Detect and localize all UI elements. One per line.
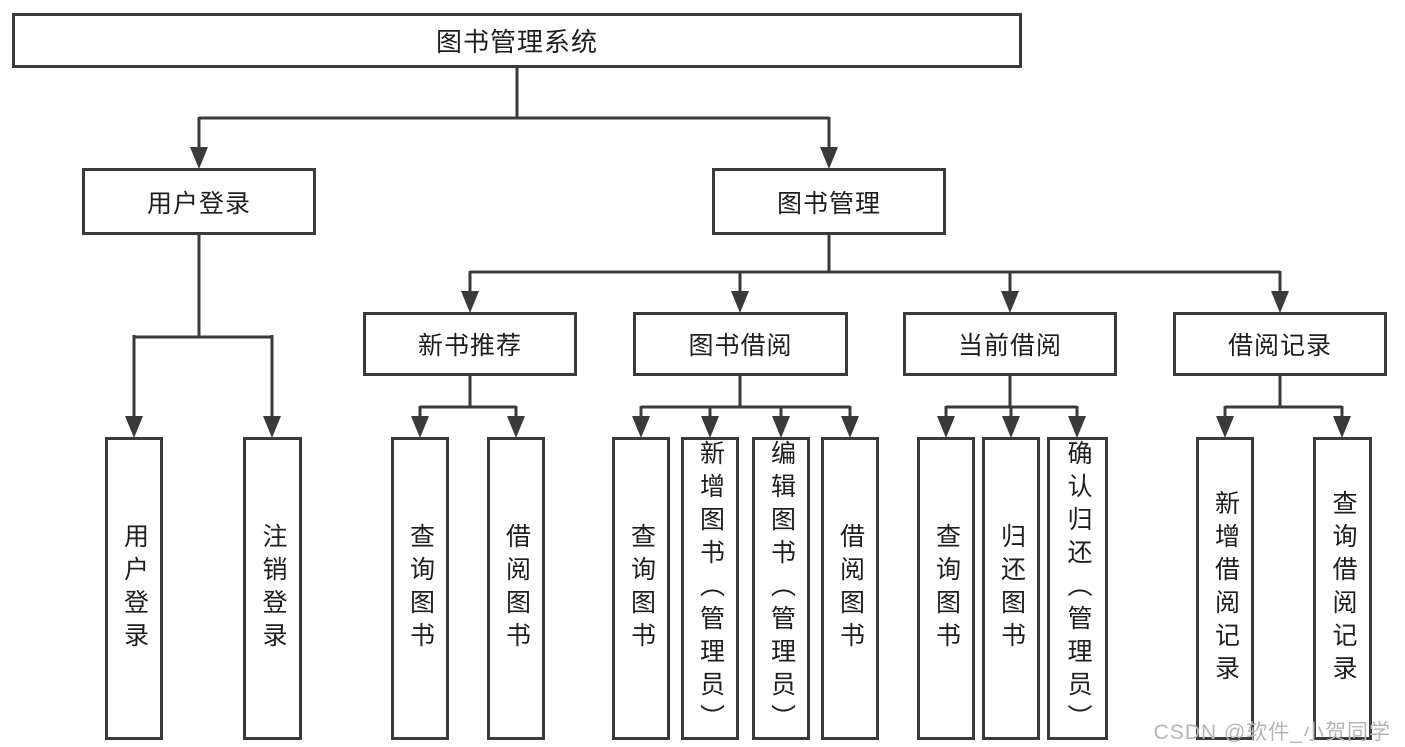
leaf-newbooks-query-books-label: 查询图书	[406, 522, 435, 655]
node-new-book-recommend-label: 新书推荐	[417, 332, 522, 360]
leaf-add-borrow-record: 新增借阅记录	[1196, 437, 1254, 740]
leaf-add-books-admin: 新增图书（管理员）	[681, 437, 739, 740]
leaf-current-query-books: 查询图书	[917, 437, 975, 740]
leaf-borrow-query-books-label: 查询图书	[627, 522, 656, 655]
node-user-login-label: 用户登录	[146, 189, 251, 218]
leaf-borrow-borrow-books-label: 借阅图书	[836, 522, 865, 655]
leaf-return-books: 归还图书	[982, 437, 1040, 740]
leaf-query-borrow-record: 查询借阅记录	[1313, 437, 1372, 740]
node-new-book-recommend: 新书推荐	[363, 312, 577, 376]
leaf-borrow-query-books: 查询图书	[612, 437, 670, 740]
leaf-query-borrow-record-label: 查询借阅记录	[1329, 489, 1357, 688]
arrowhead-icons	[125, 147, 1351, 438]
leaf-logout: 注销登录	[243, 437, 302, 740]
leaf-return-books-label: 归还图书	[997, 522, 1026, 655]
leaf-logout-label: 注销登录	[259, 522, 287, 655]
leaf-add-books-admin-label: 新增图书（管理员）	[696, 440, 725, 737]
leaf-confirm-return-admin: 确认归还（管理员）	[1047, 437, 1108, 740]
node-book-management: 图书管理	[712, 168, 946, 235]
leaf-edit-books-admin-label: 编辑图书（管理员）	[767, 440, 796, 737]
leaf-newbooks-borrow-books-label: 借阅图书	[502, 522, 531, 655]
node-book-borrow-label: 图书借阅	[688, 332, 793, 360]
node-book-borrow: 图书借阅	[633, 312, 848, 376]
node-user-login: 用户登录	[82, 168, 316, 235]
node-book-management-label: 图书管理	[776, 189, 881, 218]
node-current-borrow-label: 当前借阅	[957, 332, 1062, 360]
leaf-current-query-books-label: 查询图书	[932, 522, 961, 655]
leaf-user-login-label: 用户登录	[120, 522, 149, 655]
leaf-user-login: 用户登录	[105, 437, 163, 740]
node-borrow-records-label: 借阅记录	[1227, 332, 1332, 360]
node-borrow-records: 借阅记录	[1173, 312, 1387, 376]
node-current-borrow: 当前借阅	[903, 312, 1117, 376]
leaf-add-borrow-record-label: 新增借阅记录	[1211, 489, 1240, 688]
leaf-newbooks-query-books: 查询图书	[391, 437, 449, 740]
leaf-borrow-borrow-books: 借阅图书	[821, 437, 879, 740]
leaf-confirm-return-admin-label: 确认归还（管理员）	[1064, 440, 1092, 737]
csdn-watermark: CSDN @软件_小贺同学	[1153, 721, 1391, 744]
node-root-label: 图书管理系统	[435, 27, 598, 57]
leaf-edit-books-admin: 编辑图书（管理员）	[752, 437, 810, 740]
node-root: 图书管理系统	[12, 13, 1022, 68]
leaf-newbooks-borrow-books: 借阅图书	[487, 437, 545, 740]
